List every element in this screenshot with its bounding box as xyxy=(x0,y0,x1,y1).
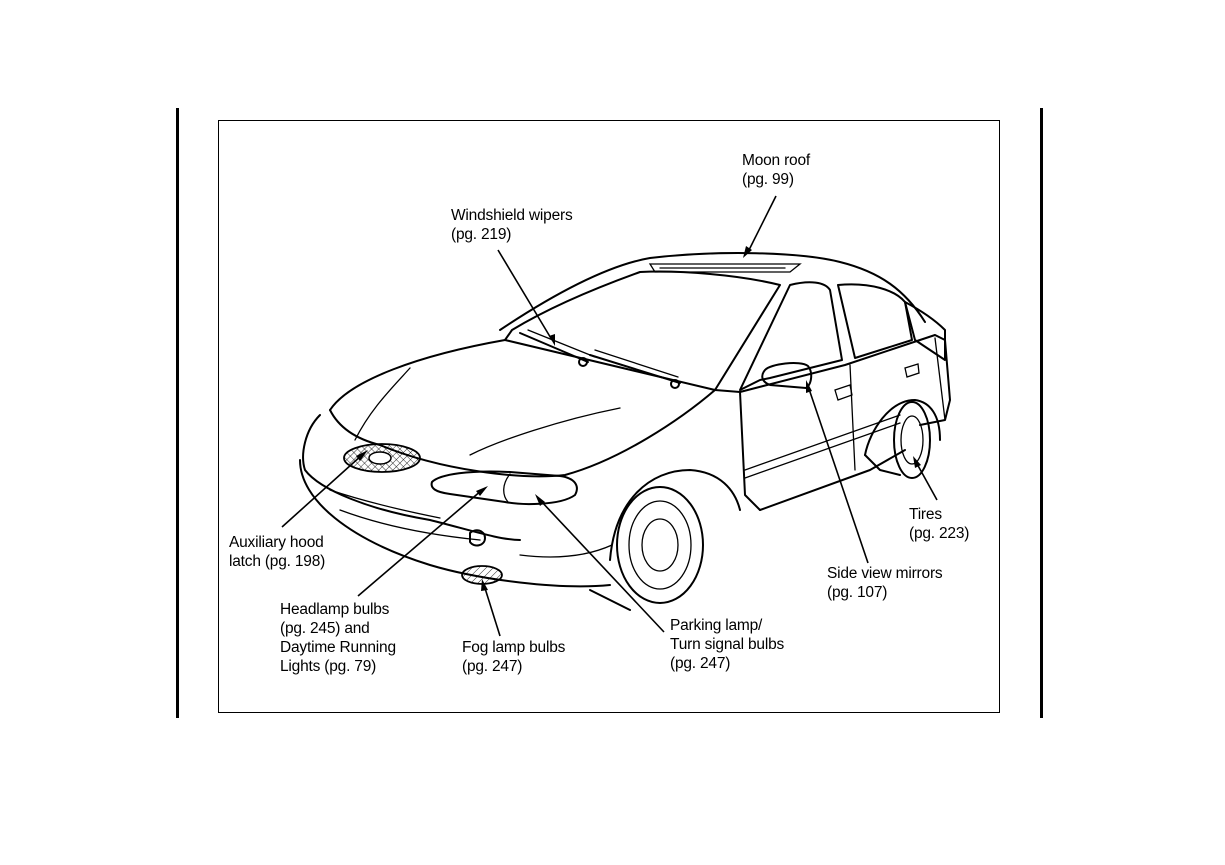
label-windshield-wipers-name: Windshield wipers xyxy=(451,206,573,225)
label-headlamp-line2: (pg. 245) and xyxy=(280,619,396,638)
label-fog-lamp-page: (pg. 247) xyxy=(462,657,565,676)
front-grille xyxy=(344,444,420,472)
headlamp-assembly xyxy=(432,471,577,504)
label-headlamp-bulbs: Headlamp bulbs (pg. 245) and Daytime Run… xyxy=(280,600,396,676)
car-roof xyxy=(500,253,925,330)
windshield-wiper-blades xyxy=(520,330,680,388)
door-handle-rear xyxy=(905,364,919,377)
label-side-mirrors-page: (pg. 107) xyxy=(827,583,942,602)
label-tires-name: Tires xyxy=(909,505,969,524)
label-moon-roof-page: (pg. 99) xyxy=(742,170,810,189)
leader-moon-roof xyxy=(748,196,776,252)
label-side-mirrors-name: Side view mirrors xyxy=(827,564,942,583)
label-tires: Tires (pg. 223) xyxy=(909,505,969,543)
label-fog-lamp-bulbs: Fog lamp bulbs (pg. 247) xyxy=(462,638,565,676)
label-parking-lamp-page: (pg. 247) xyxy=(670,654,784,673)
front-wheel xyxy=(590,470,740,610)
rear-wheel xyxy=(865,400,940,478)
label-headlamp-line3: Daytime Running xyxy=(280,638,396,657)
leader-hood-latch xyxy=(282,455,362,527)
label-moon-roof: Moon roof (pg. 99) xyxy=(742,151,810,189)
label-side-view-mirrors: Side view mirrors (pg. 107) xyxy=(827,564,942,602)
label-windshield-wipers-page: (pg. 219) xyxy=(451,225,573,244)
label-parking-lamp-line1: Parking lamp/ xyxy=(670,616,784,635)
leader-parking-lamp xyxy=(540,500,664,632)
label-windshield-wipers: Windshield wipers (pg. 219) xyxy=(451,206,573,244)
label-hood-latch-line1: Auxiliary hood xyxy=(229,533,325,552)
label-auxiliary-hood-latch: Auxiliary hood latch (pg. 198) xyxy=(229,533,325,571)
leader-tires xyxy=(916,462,937,500)
leader-fog-lamp xyxy=(484,585,500,636)
car-body-side xyxy=(715,335,950,510)
label-headlamp-line4: Lights (pg. 79) xyxy=(280,657,396,676)
label-moon-roof-name: Moon roof xyxy=(742,151,810,170)
label-hood-latch-line2: latch (pg. 198) xyxy=(229,552,325,571)
label-headlamp-line1: Headlamp bulbs xyxy=(280,600,396,619)
label-parking-lamp-line2: Turn signal bulbs xyxy=(670,635,784,654)
label-parking-lamp: Parking lamp/ Turn signal bulbs (pg. 247… xyxy=(670,616,784,673)
door-handle-front xyxy=(835,385,852,400)
label-fog-lamp-name: Fog lamp bulbs xyxy=(462,638,565,657)
label-tires-page: (pg. 223) xyxy=(909,524,969,543)
